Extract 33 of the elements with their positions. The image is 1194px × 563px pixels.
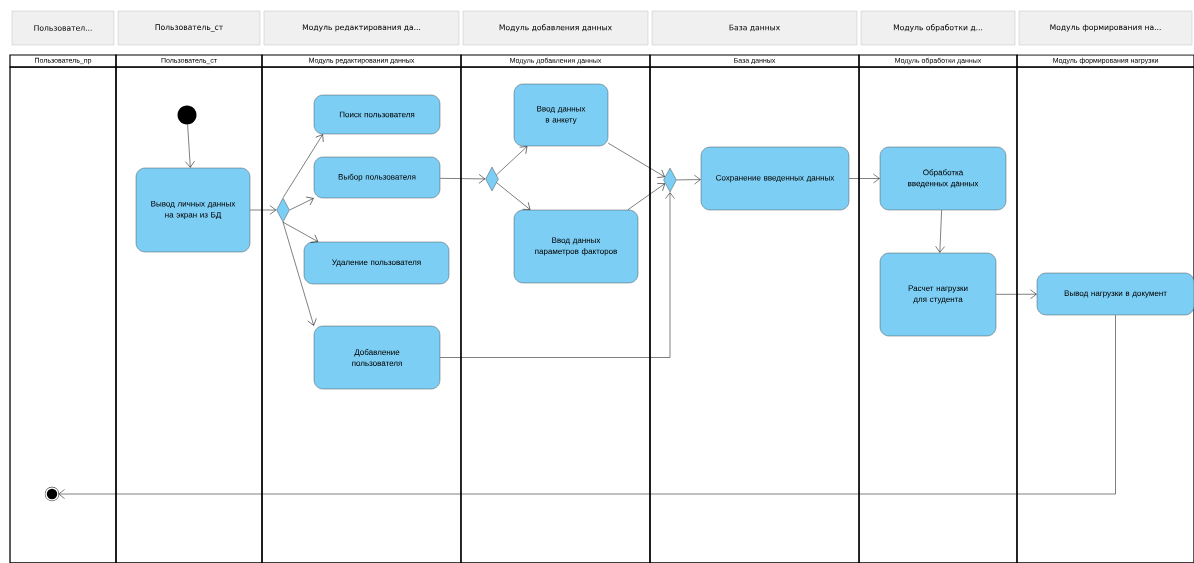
arrow	[607, 142, 665, 178]
activity-box: Выбор пользователя	[313, 156, 441, 199]
arrow	[282, 221, 317, 326]
activity-box: Удаление пользователя	[303, 241, 450, 285]
arrow	[935, 209, 945, 253]
activity-box: Ввод данных параметров факторов	[513, 209, 639, 284]
arrow	[627, 183, 666, 211]
arrow	[848, 173, 880, 184]
final-node	[44, 486, 60, 502]
arrow	[249, 205, 277, 215]
decision-diamond	[663, 167, 677, 193]
activity-box: Вывод личных данных на экран из БД	[135, 167, 251, 253]
activity-box: Обработка введенных данных	[879, 146, 1007, 211]
activity-box: Поиск пользователя	[313, 94, 441, 135]
arrow	[439, 192, 675, 358]
activity-box: Вывод нагрузки в документ	[1036, 272, 1194, 316]
arrow	[439, 174, 486, 184]
arrow	[676, 174, 701, 185]
arrow	[496, 182, 531, 210]
arrow	[995, 289, 1037, 299]
activity-box: Расчет нагрузки для студента	[879, 252, 997, 337]
arrow	[289, 196, 314, 211]
activity-box: Ввод данных в анкету	[513, 83, 609, 147]
initial-node	[177, 105, 197, 125]
activity-box: Сохранение введенных данных	[700, 146, 850, 211]
decision-diamond	[276, 197, 290, 223]
arrow	[185, 124, 195, 168]
arrow	[282, 221, 319, 243]
activity-box: Добавление пользователя	[313, 325, 441, 390]
arrow	[282, 134, 324, 199]
arrow	[58, 314, 1116, 499]
decision-diamond	[485, 166, 499, 192]
arrow	[496, 146, 528, 176]
